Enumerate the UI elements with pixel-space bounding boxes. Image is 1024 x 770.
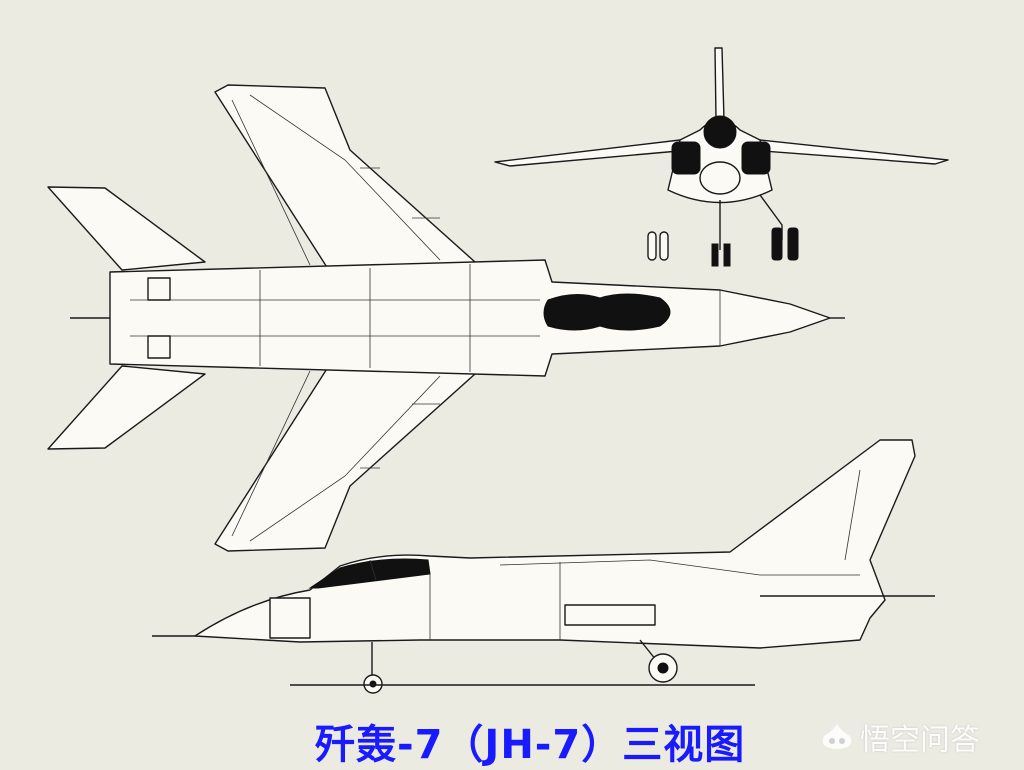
side-view bbox=[152, 439, 935, 694]
lower-wing bbox=[214, 363, 476, 552]
fuselage-top bbox=[70, 259, 845, 377]
top-view bbox=[47, 84, 845, 552]
front-view bbox=[494, 47, 949, 267]
upper-wing bbox=[214, 84, 476, 273]
watermark-text: 悟空问答 bbox=[860, 723, 980, 758]
wukong-logo-icon bbox=[822, 724, 852, 749]
upper-tailplane bbox=[47, 186, 206, 271]
watermark: 悟空问答 bbox=[820, 715, 980, 759]
lower-tailplane bbox=[47, 365, 206, 450]
diagram-caption: 歼轰-7（JH-7）三视图 bbox=[315, 722, 746, 768]
